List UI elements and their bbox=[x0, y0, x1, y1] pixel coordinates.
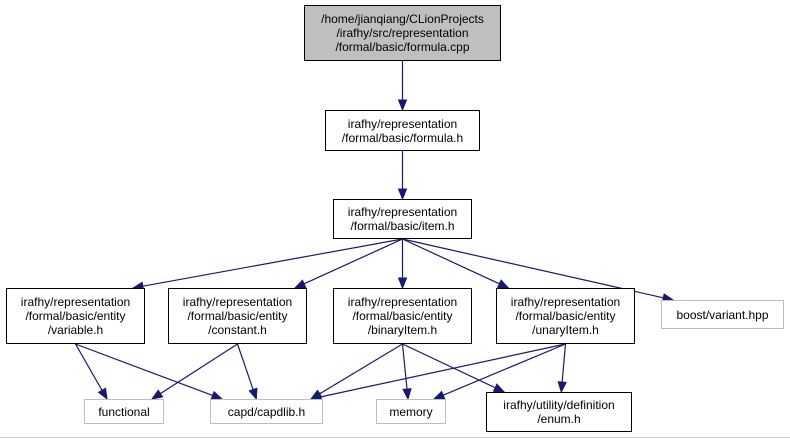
edge-binaryitem_h-to-capdlib_h bbox=[319, 343, 403, 395]
edge-item_h-to-constant_h bbox=[303, 238, 403, 285]
node-constant-h[interactable]: irafhy/representation /formal/basic/enti… bbox=[168, 288, 307, 344]
edge-arrowhead-unaryitem_h-to-enum_h bbox=[557, 381, 567, 394]
edge-arrowhead-variable_h-to-functional bbox=[97, 387, 108, 401]
node-capdlib-h-label: capd/capdlib.h bbox=[227, 404, 306, 419]
node-unaryitem-h-label: irafhy/representation /formal/basic/enti… bbox=[510, 295, 621, 337]
node-item-h[interactable]: irafhy/representation /formal/basic/item… bbox=[333, 199, 472, 239]
node-variant-hpp[interactable]: boost/variant.hpp bbox=[661, 300, 784, 329]
edge-item_h-to-variable_h bbox=[142, 238, 403, 287]
node-formula-h-label: irafhy/representation /formal/basic/form… bbox=[341, 116, 464, 145]
edge-variable_h-to-capdlib_h bbox=[75, 343, 213, 397]
node-binaryitem-h[interactable]: irafhy/representation /formal/basic/enti… bbox=[333, 288, 472, 344]
edge-arrowhead-binaryitem_h-to-enum_h bbox=[492, 383, 506, 393]
node-unaryitem-h[interactable]: irafhy/representation /formal/basic/enti… bbox=[496, 288, 635, 344]
node-functional[interactable]: functional bbox=[84, 399, 164, 424]
edge-binaryitem_h-to-enum_h bbox=[402, 343, 496, 389]
edge-unaryitem_h-to-memory bbox=[442, 343, 566, 396]
edge-arrowhead-item_h-to-unaryitem_h bbox=[496, 279, 510, 289]
node-formula-cpp[interactable]: /home/jianqiang/CLionProjects /irafhy/sr… bbox=[304, 5, 501, 61]
node-binaryitem-h-label: irafhy/representation /formal/basic/enti… bbox=[347, 295, 458, 337]
edge-item_h-to-unaryitem_h bbox=[402, 238, 500, 285]
edge-constant_h-to-capdlib_h bbox=[236, 343, 254, 390]
edge-arrowhead-formula_h-to-item_h bbox=[397, 188, 408, 201]
node-capdlib-h[interactable]: capd/capdlib.h bbox=[210, 399, 323, 424]
node-variable-h-label: irafhy/representation /formal/basic/enti… bbox=[20, 295, 131, 337]
edge-unaryitem_h-to-capdlib_h bbox=[320, 343, 566, 398]
node-formula-h[interactable]: irafhy/representation /formal/basic/form… bbox=[325, 110, 480, 151]
edge-variable_h-to-functional bbox=[74, 343, 103, 391]
node-memory-label: memory bbox=[389, 404, 433, 419]
edge-arrowhead-unaryitem_h-to-memory bbox=[432, 390, 446, 400]
edge-arrowhead-constant_h-to-functional bbox=[150, 389, 164, 400]
node-enum-h[interactable]: irafhy/utility/definition /enum.h bbox=[486, 392, 632, 432]
node-memory[interactable]: memory bbox=[376, 399, 446, 424]
edge-binaryitem_h-to-memory bbox=[401, 343, 408, 390]
node-enum-h-label: irafhy/utility/definition /enum.h bbox=[503, 398, 615, 426]
node-variable-h[interactable]: irafhy/representation /formal/basic/enti… bbox=[6, 288, 145, 344]
edge-unaryitem_h-to-enum_h bbox=[561, 343, 567, 383]
node-variant-hpp-label: boost/variant.hpp bbox=[676, 307, 769, 322]
node-formula-cpp-label: /home/jianqiang/CLionProjects /irafhy/sr… bbox=[321, 12, 484, 54]
edge-arrowhead-formula_cpp-to-formula_h bbox=[397, 99, 408, 112]
edge-constant_h-to-functional bbox=[160, 343, 238, 395]
edge-arrowhead-item_h-to-constant_h bbox=[293, 279, 307, 289]
node-functional-label: functional bbox=[98, 404, 150, 419]
edge-arrowhead-constant_h-to-capdlib_h bbox=[248, 387, 258, 401]
node-constant-h-label: irafhy/representation /formal/basic/enti… bbox=[182, 295, 293, 337]
bottom-divider bbox=[0, 437, 790, 438]
edge-arrowhead-binaryitem_h-to-memory bbox=[402, 388, 412, 401]
edge-arrowhead-item_h-to-binaryitem_h bbox=[397, 277, 408, 290]
node-item-h-label: irafhy/representation /formal/basic/item… bbox=[347, 205, 458, 233]
